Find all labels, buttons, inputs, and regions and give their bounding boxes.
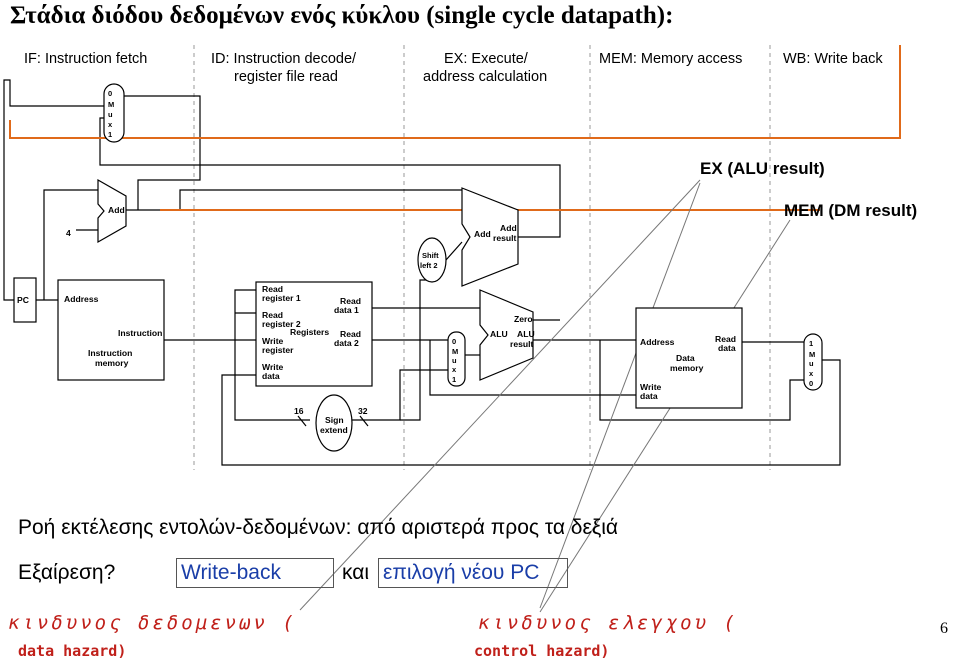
shift-label-1: Shift — [422, 251, 439, 260]
callout-leaders — [299, 179, 791, 613]
svg-text:Read: Read — [262, 310, 283, 320]
svg-text:u: u — [809, 359, 814, 368]
svg-text:x: x — [809, 369, 814, 378]
stage-label-id: ID: Instruction decode/ — [211, 51, 357, 67]
writeback-text: Write-back — [181, 561, 281, 584]
svg-text:data: data — [718, 343, 736, 353]
data-memory-labels: Address Read data Data memory Write data — [640, 334, 736, 401]
alu-result-label-1: ALU — [517, 329, 535, 339]
svg-text:Registers: Registers — [290, 327, 329, 337]
svg-text:0: 0 — [108, 89, 112, 98]
if-adder-label: Add — [108, 205, 125, 215]
pc-label: PC — [17, 295, 29, 305]
svg-text:memory: memory — [670, 363, 704, 373]
shift-left-2 — [417, 237, 447, 283]
width-16: 16 — [294, 406, 304, 416]
flow-statement: Ροή εκτέλεσης εντολών-δεδομένων: από αρι… — [18, 516, 619, 539]
callout-ex: EX (ALU result) — [700, 159, 825, 178]
data-memory — [635, 307, 743, 409]
alu-zero-label: Zero — [514, 314, 533, 324]
alu-src-mux-labels: 0 M u x 1 — [452, 337, 458, 384]
alu — [479, 289, 534, 381]
control-hazard-line-2: control hazard) — [474, 642, 610, 660]
svg-text:Write: Write — [262, 336, 284, 346]
pc-source-mux — [103, 83, 125, 143]
svg-text:Write: Write — [640, 382, 662, 392]
svg-text:Write: Write — [262, 362, 284, 372]
ex-adder-label: Add — [474, 229, 491, 239]
shift-label-2: left 2 — [420, 261, 438, 270]
writeback-box: Write-back — [176, 558, 334, 588]
svg-text:1: 1 — [108, 130, 112, 139]
svg-text:Read: Read — [340, 329, 361, 339]
svg-text:data: data — [640, 391, 658, 401]
svg-text:1: 1 — [809, 339, 813, 348]
register-file — [255, 281, 373, 387]
stage-label-ex: EX: Execute/ — [444, 51, 529, 67]
stage-label-wb: WB: Write back — [783, 51, 883, 67]
stage-dividers — [193, 45, 771, 470]
svg-text:data: data — [262, 371, 280, 381]
sign-extend-label-1: Sign — [325, 415, 344, 425]
write-back-mux-labels: 1 M u x 0 — [809, 339, 815, 388]
imem-name-2: memory — [95, 358, 129, 368]
ex-adder-result-1: Add — [500, 223, 517, 233]
svg-text:Read: Read — [262, 284, 283, 294]
ex-adder — [461, 187, 519, 287]
svg-text:Address: Address — [640, 337, 675, 347]
alu-label: ALU — [490, 329, 508, 339]
callout-mem: MEM (DM result) — [784, 201, 917, 220]
svg-text:0: 0 — [452, 337, 456, 346]
svg-text:M: M — [108, 100, 114, 109]
svg-text:data 1: data 1 — [334, 305, 359, 315]
svg-text:register: register — [262, 345, 294, 355]
pc-register — [13, 277, 37, 323]
width-32: 32 — [358, 406, 368, 416]
data-hazard-line-1: κινδυνος δεδομενων ( — [8, 612, 297, 634]
svg-text:M: M — [809, 350, 815, 359]
if-adder — [97, 178, 127, 244]
svg-text:M: M — [452, 347, 458, 356]
imem-name-1: Instruction — [88, 348, 132, 358]
imem-address-label: Address — [64, 294, 99, 304]
svg-text:register 1: register 1 — [262, 293, 301, 303]
register-file-labels: Read register 1 Read register 2 Register… — [262, 284, 361, 381]
stage-label-mem: MEM: Memory access — [599, 51, 742, 67]
svg-text:data 2: data 2 — [334, 338, 359, 348]
sign-extend-label-2: extend — [320, 425, 348, 435]
svg-text:u: u — [452, 356, 457, 365]
alu-result-label-2: result — [510, 339, 534, 349]
svg-text:1: 1 — [452, 375, 456, 384]
stage-label-if: IF: Instruction fetch — [24, 51, 147, 67]
svg-text:Data: Data — [676, 353, 695, 363]
svg-text:u: u — [108, 110, 113, 119]
and-text: και — [342, 561, 370, 584]
svg-text:register 2: register 2 — [262, 319, 301, 329]
pc-source-mux-labels: 0 M u x 1 — [108, 89, 114, 139]
alu-src-mux — [447, 331, 466, 387]
stage-label-ex-2: address calculation — [423, 69, 547, 85]
write-back-mux — [803, 333, 823, 391]
control-hazard-line-1: κινδυνος ελεγχου ( — [478, 612, 738, 634]
stage-label-id-2: register file read — [234, 69, 338, 85]
slide-title: Στάδια διόδου δεδομένων ενός κύκλου (sin… — [10, 2, 674, 29]
svg-text:Read: Read — [340, 296, 361, 306]
svg-text:x: x — [108, 120, 113, 129]
svg-text:x: x — [452, 365, 457, 374]
wires — [3, 79, 841, 466]
svg-text:Read: Read — [715, 334, 736, 344]
ex-adder-result-2: result — [493, 233, 517, 243]
imem-instruction-label: Instruction — [118, 328, 162, 338]
page-number: 6 — [940, 620, 948, 637]
constant-four: 4 — [66, 228, 71, 238]
data-hazard-line-2: data hazard) — [18, 642, 127, 660]
instruction-memory — [57, 279, 165, 381]
sign-extend — [315, 394, 353, 452]
svg-text:0: 0 — [809, 379, 813, 388]
new-pc-box: επιλογή νέου PC — [378, 558, 568, 588]
exception-question: Εξαίρεση? — [18, 561, 116, 584]
new-pc-text: επιλογή νέου PC — [383, 561, 540, 584]
